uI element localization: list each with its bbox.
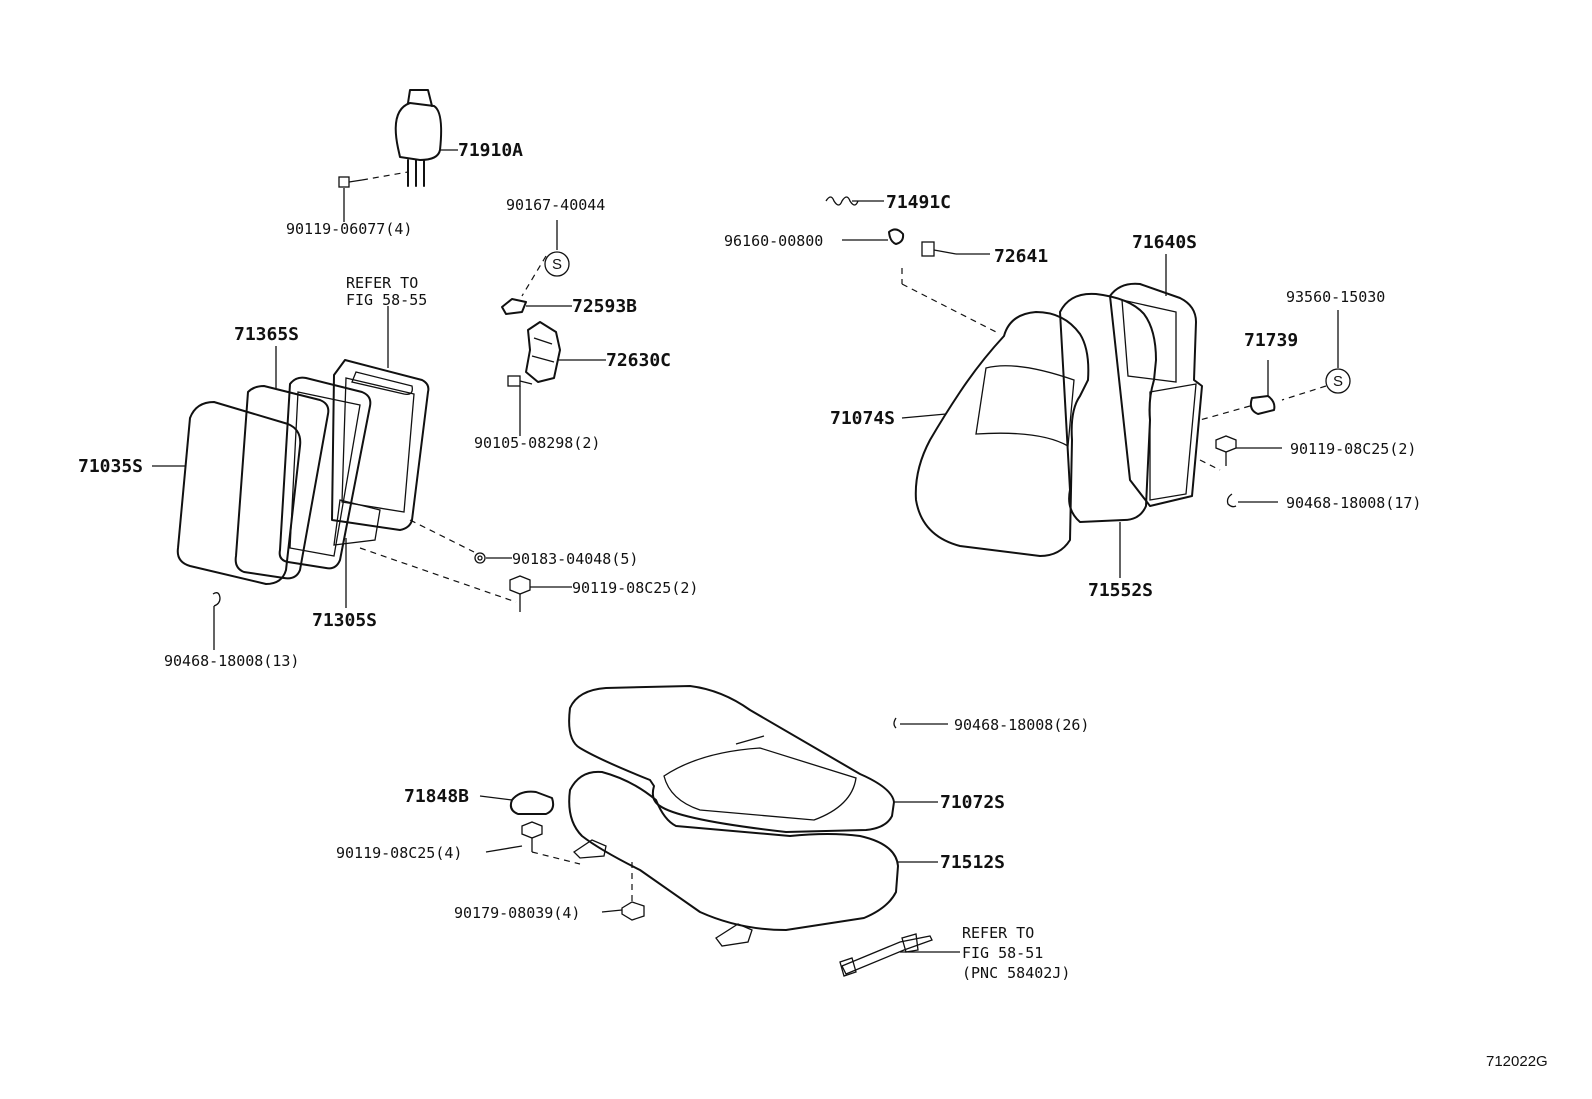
- plug-icon: [1249, 395, 1276, 415]
- seatback-frame-right-part: [1109, 254, 1203, 507]
- hinge-part: [525, 321, 561, 383]
- seat-cushion-cover-part: [568, 685, 895, 833]
- headrest-part: [394, 89, 443, 187]
- label-71640S: 71640S: [1132, 232, 1197, 253]
- clip-icon: [212, 592, 221, 607]
- label-90468-18008-17: 90468-18008(17): [1286, 494, 1421, 512]
- seatback-cover-right-part: [914, 311, 1090, 557]
- label-72593B: 72593B: [572, 296, 637, 317]
- label-71035S: 71035S: [78, 456, 143, 477]
- seatback-pad-right-part: [1059, 292, 1157, 523]
- diagram-id: 712022G: [1486, 1053, 1548, 1070]
- clip-icon: [893, 717, 897, 729]
- label-72641: 72641: [994, 246, 1048, 267]
- bolt-icon: [509, 575, 531, 612]
- label-90119-08C25-left: 90119-08C25(2): [572, 579, 698, 597]
- label-96160-00800: 96160-00800: [724, 232, 823, 250]
- label-71552S: 71552S: [1088, 580, 1153, 601]
- s-symbol-text: S: [552, 256, 562, 273]
- clip-icon: [1226, 493, 1237, 508]
- label-93560-15030: 93560-15030: [1286, 288, 1385, 306]
- s-symbol-icon: [1325, 368, 1351, 394]
- label-71739: 71739: [1244, 330, 1298, 351]
- label-72630C: 72630C: [606, 350, 671, 371]
- label-71305S: 71305S: [312, 610, 377, 631]
- label-90179-08039: 90179-08039(4): [454, 904, 580, 922]
- cap-icon: [509, 790, 555, 815]
- label-90468-18008-26: 90468-18008(26): [954, 716, 1089, 734]
- s-symbol-text-right: S: [1333, 373, 1343, 390]
- label-71072S: 71072S: [940, 792, 1005, 813]
- refer-fig-58-51-line1: REFER TO: [962, 924, 1034, 942]
- label-71512S: 71512S: [940, 852, 1005, 873]
- seatback-pad-part: [278, 376, 372, 570]
- label-90119-06077: 90119-06077(4): [286, 220, 412, 238]
- label-90183-04048: 90183-04048(5): [512, 550, 638, 568]
- bolt-icon: [521, 821, 543, 852]
- seatback-frame-part: [331, 359, 430, 546]
- refer-fig-58-51-line3: (PNC 58402J): [962, 964, 1070, 982]
- bolt-icon: [1215, 435, 1237, 466]
- seat-belt-buckle-part: [839, 933, 933, 977]
- nut-icon: [888, 228, 905, 245]
- label-90119-08C25-seat: 90119-08C25(4): [336, 844, 462, 862]
- label-71910A: 71910A: [458, 140, 523, 161]
- seatback-cover-part: [176, 401, 302, 585]
- washer-icon: [474, 552, 486, 564]
- label-90468-18008-13: 90468-18008(13): [164, 652, 299, 670]
- label-71848B: 71848B: [404, 786, 469, 807]
- refer-fig-58-51-line2: FIG 58-51: [962, 944, 1043, 962]
- refer-fig-58-55-line2: FIG 58-55: [346, 291, 427, 309]
- bolt-icon: [507, 375, 533, 387]
- lock-cover-part: [501, 298, 527, 315]
- label-90167-40044: 90167-40044: [506, 196, 605, 214]
- spring-icon: [825, 196, 859, 206]
- label-71074S: 71074S: [830, 408, 895, 429]
- label-71365S: 71365S: [234, 324, 299, 345]
- s-symbol-icon: [544, 251, 570, 277]
- label-90119-08C25-right: 90119-08C25(2): [1290, 440, 1416, 458]
- seat-bracket-icon: [572, 839, 753, 947]
- nut-icon: [621, 901, 645, 921]
- seat-cushion-pad-part: [568, 770, 899, 931]
- seatback-cover-inner-part: [234, 385, 330, 580]
- label-71491C: 71491C: [886, 192, 951, 213]
- label-90105-08298: 90105-08298(2): [474, 434, 600, 452]
- bolt-icon: [338, 176, 363, 188]
- pin-icon: [921, 241, 957, 257]
- refer-fig-58-55-line1: REFER TO: [346, 274, 418, 292]
